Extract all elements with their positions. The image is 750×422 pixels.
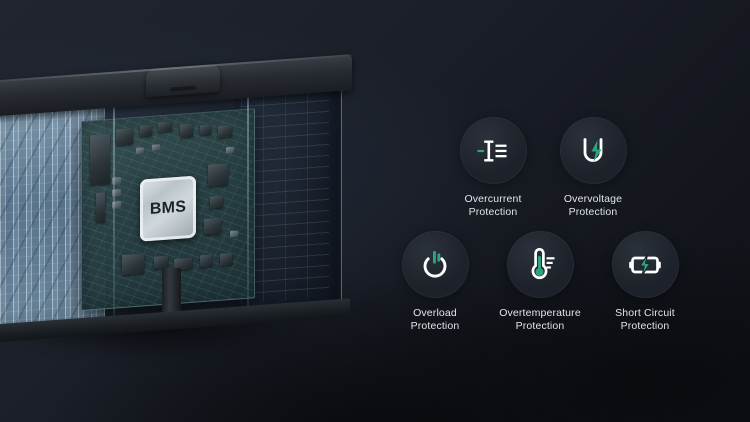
feature-label-line1: Overvoltage bbox=[563, 193, 623, 205]
feature-label-line2: Protection bbox=[468, 206, 518, 218]
overcurrent-icon bbox=[477, 140, 507, 161]
feature-label-line2: Protection bbox=[410, 320, 460, 332]
feature-icon-circle bbox=[506, 231, 574, 298]
feature-icon-circle bbox=[401, 231, 469, 298]
feature-overvoltage[interactable]: Overvoltage Protection bbox=[538, 117, 648, 219]
feature-caption: Overtemperature Protection bbox=[485, 307, 595, 333]
feature-caption: Overload Protection bbox=[380, 307, 490, 333]
feature-icon-circle bbox=[559, 117, 627, 184]
product-image-battery-module: BMS bbox=[0, 54, 366, 374]
bms-chip-label: BMS bbox=[149, 198, 187, 218]
feature-label-line1: Overtemperature bbox=[499, 307, 581, 319]
feature-caption: Overvoltage Protection bbox=[538, 193, 648, 219]
feature-overtemperature[interactable]: Overtemperature Protection bbox=[485, 231, 595, 333]
feature-short-circuit[interactable]: Short Circuit Protection bbox=[590, 231, 700, 333]
overvoltage-icon bbox=[583, 137, 603, 162]
feature-label-line2: Protection bbox=[620, 320, 670, 332]
feature-label-line2: Protection bbox=[568, 206, 618, 218]
overload-power-icon bbox=[423, 250, 447, 278]
feature-overcurrent[interactable]: Overcurrent Protection bbox=[438, 117, 548, 219]
feature-icon-circle bbox=[611, 231, 679, 298]
top-knob bbox=[146, 63, 220, 98]
protection-feature-grid: Overcurrent Protection Overvoltage Prote… bbox=[380, 100, 750, 340]
feature-label-line1: Short Circuit bbox=[615, 307, 675, 319]
feature-label-line2: Protection bbox=[515, 320, 565, 332]
battery-bolt-icon bbox=[629, 253, 661, 276]
feature-caption: Overcurrent Protection bbox=[438, 193, 548, 219]
bms-chip: BMS bbox=[140, 175, 196, 242]
feature-label-line1: Overcurrent bbox=[464, 193, 522, 205]
thermometer-icon bbox=[531, 247, 555, 279]
feature-overload[interactable]: Overload Protection bbox=[380, 231, 490, 333]
feature-icon-circle bbox=[459, 117, 527, 184]
center-post bbox=[162, 268, 181, 320]
feature-label-line1: Overload bbox=[413, 307, 457, 319]
feature-caption: Short Circuit Protection bbox=[590, 307, 700, 333]
